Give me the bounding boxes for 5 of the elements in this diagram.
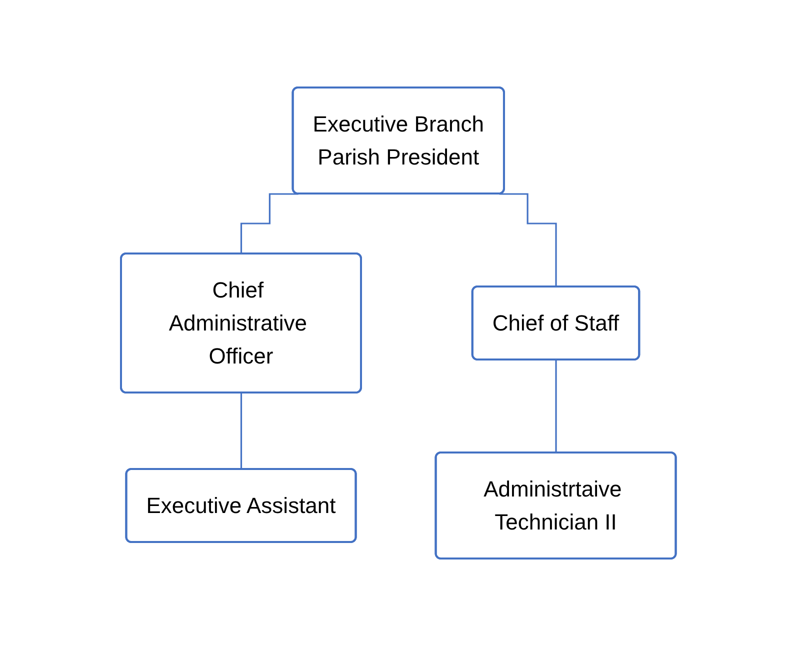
node-text: Chief Administrative Officer xyxy=(168,277,307,368)
connector xyxy=(240,392,242,470)
connector xyxy=(499,192,557,288)
connector xyxy=(240,192,298,254)
connector xyxy=(554,358,557,454)
